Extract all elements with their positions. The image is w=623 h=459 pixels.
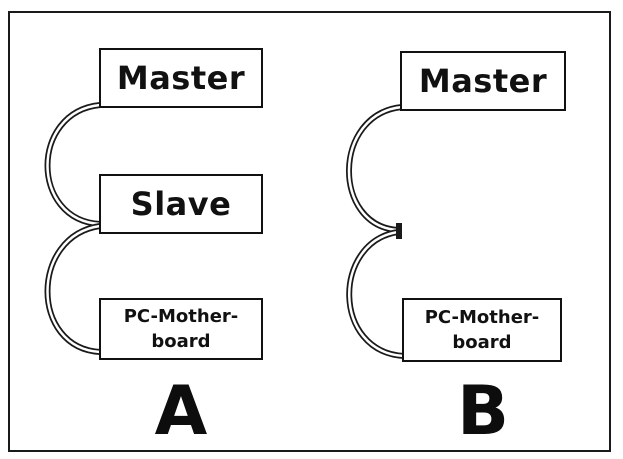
panel-b-letter: B [457, 372, 509, 451]
panel-a-cables [44, 102, 101, 355]
panel-b-cables [346, 104, 405, 359]
cable-a-master-to-slave [44, 102, 101, 227]
panel-a-motherboard-box: PC-Mother- board [99, 298, 263, 360]
cable-a-slave-to-motherboard [44, 223, 101, 355]
cable-b-connector-to-motherboard-inner [348, 230, 405, 358]
cable-b-connector-to-motherboard [346, 229, 405, 359]
cable-b-master-to-connector-inner [347, 105, 403, 232]
panel-a-motherboard-label-line1: PC-Mother- [123, 306, 239, 327]
empty-slave-connector [396, 223, 402, 239]
cable-a-master-to-slave-inner [46, 103, 101, 226]
panel-b-motherboard-label-line2: board [452, 332, 512, 353]
panel-a-letter: A [154, 372, 208, 451]
panel-b-motherboard-box: PC-Mother- board [402, 298, 562, 362]
panel-b-motherboard-label-line1: PC-Mother- [424, 307, 540, 328]
panel-a-motherboard-label-line2: board [151, 331, 211, 352]
cable-a-slave-to-motherboard-inner [46, 224, 101, 354]
panel-b-master-box: Master [400, 51, 566, 111]
cable-b-master-to-connector [346, 104, 403, 233]
panel-a-slave-label: Slave [130, 185, 232, 223]
panel-b-master-label: Master [418, 62, 548, 100]
panel-a-master-box: Master [99, 48, 263, 108]
panel-a-master-label: Master [116, 59, 246, 97]
panel-a-slave-box: Slave [99, 174, 263, 234]
